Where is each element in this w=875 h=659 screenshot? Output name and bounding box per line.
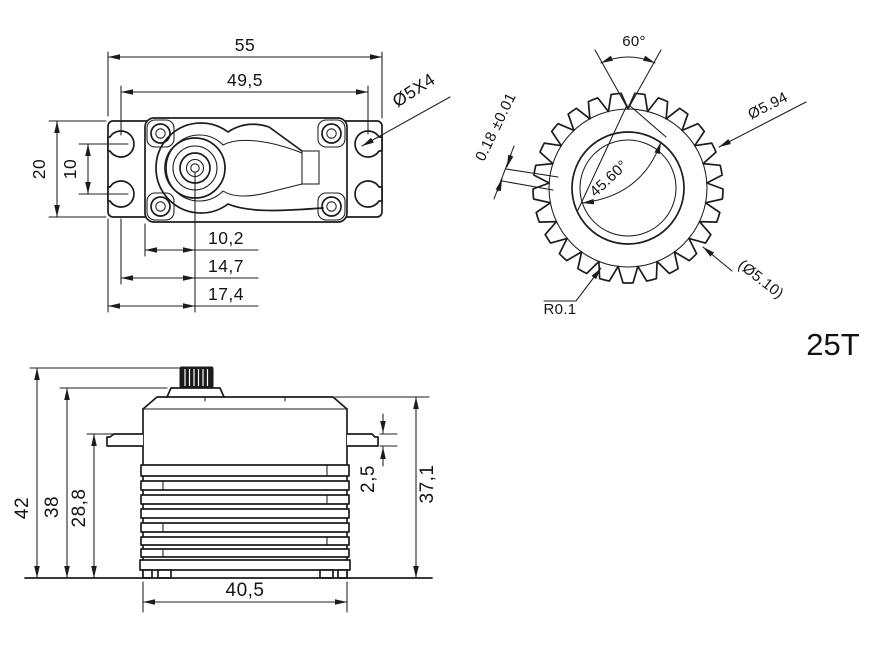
cooling-fins bbox=[139, 464, 351, 571]
dim-60deg: 60° bbox=[622, 33, 646, 50]
screw bbox=[326, 128, 337, 139]
dim-14-7: 14,7 bbox=[208, 256, 244, 276]
screw-pad bbox=[146, 192, 175, 221]
fin-ticks bbox=[162, 464, 328, 558]
extension-lines bbox=[48, 51, 383, 313]
servo-top-view: 55 49,5 Ø5X4 20 10 10,2 14,7 17,4 bbox=[29, 35, 451, 313]
screw bbox=[155, 201, 166, 212]
screw bbox=[326, 201, 337, 212]
servo-body-outline bbox=[144, 117, 348, 223]
leader-root-fillet bbox=[543, 267, 602, 302]
leader-root-diameter bbox=[702, 246, 733, 272]
gear-bore-inner bbox=[579, 139, 677, 237]
shaft-center bbox=[190, 163, 200, 173]
leader-tip-diameter bbox=[718, 101, 807, 148]
dim-tip-diameter: Ø5.94 bbox=[745, 89, 790, 123]
leader-hole-callout bbox=[361, 96, 451, 147]
dim-42: 42 bbox=[12, 497, 33, 519]
gear-construction-lines bbox=[577, 49, 667, 211]
gear-teeth-outline bbox=[532, 92, 724, 284]
dim-2-5: 2,5 bbox=[358, 465, 379, 493]
dim-root-diameter: (Ø5.10) bbox=[735, 256, 787, 302]
dim-tooth-depth: 0.18 ±0.01 bbox=[472, 90, 520, 164]
feet bbox=[142, 569, 348, 579]
screw bbox=[150, 196, 171, 217]
dim-55: 55 bbox=[235, 35, 255, 55]
screw-pad bbox=[317, 119, 346, 148]
mount-slots bbox=[107, 130, 383, 208]
case-cover-outer bbox=[155, 122, 324, 214]
shaft-step bbox=[166, 387, 225, 398]
dim-hole-callout: Ø5X4 bbox=[389, 69, 439, 111]
dim-10: 10 bbox=[60, 159, 80, 179]
spline-shaft bbox=[179, 366, 214, 389]
dim-10-2: 10,2 bbox=[208, 228, 244, 248]
dim-17-4: 17,4 bbox=[208, 284, 244, 304]
case-screws bbox=[150, 123, 342, 217]
dim-arrow-0-18-a bbox=[506, 154, 514, 168]
spline-shaft-grooves bbox=[184, 369, 209, 386]
screw bbox=[155, 128, 166, 139]
screw bbox=[150, 123, 171, 144]
gear-detail-view: 60° Ø5.94 0.18 ±0.01 45.60° R0.1 (Ø5.10)… bbox=[472, 33, 860, 362]
dim-45-60deg: 45.60° bbox=[587, 157, 632, 200]
top-cover bbox=[142, 396, 348, 410]
screw bbox=[321, 123, 342, 144]
case-cover-neck bbox=[301, 150, 320, 185]
case-cover-inner bbox=[165, 134, 303, 202]
dim-lines-0-18 bbox=[493, 145, 559, 200]
screw-pad bbox=[317, 192, 346, 221]
arc-45-60deg bbox=[581, 141, 662, 205]
gear-bore-outer bbox=[571, 131, 685, 245]
dim-38: 38 bbox=[42, 496, 63, 518]
screw bbox=[321, 196, 342, 217]
dim-28-8: 28,8 bbox=[69, 489, 90, 528]
dim-49-5: 49,5 bbox=[227, 70, 263, 90]
dim-root-fillet: R0.1 bbox=[544, 301, 577, 318]
mount-tab-left bbox=[106, 433, 143, 447]
dim-20: 20 bbox=[29, 159, 49, 179]
dim-37-1: 37,1 bbox=[417, 465, 438, 504]
servo-side-view: 42 38 28,8 2,5 37,1 40,5 bbox=[12, 366, 438, 613]
arc-60deg bbox=[600, 55, 656, 64]
extension-lines bbox=[29, 367, 430, 613]
dim-40-5: 40,5 bbox=[226, 580, 265, 601]
teeth-count-label: 25T bbox=[806, 327, 859, 362]
cover-seam bbox=[142, 396, 348, 410]
mount-tab-right bbox=[347, 433, 379, 447]
dim-arrow-0-18-b bbox=[495, 178, 503, 192]
